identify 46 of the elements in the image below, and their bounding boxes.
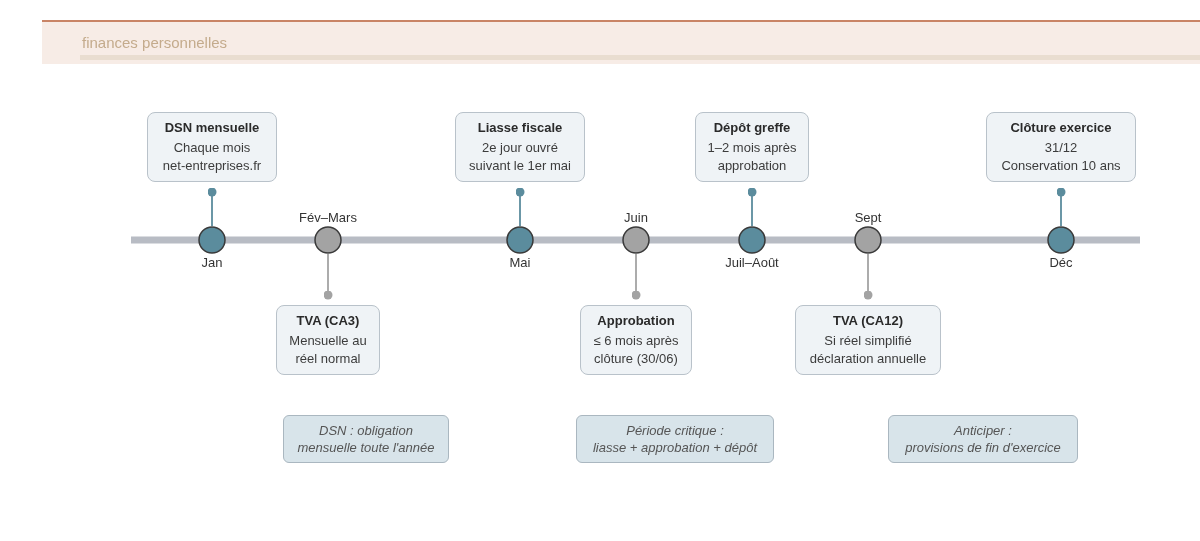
event-card [276, 305, 380, 375]
month-label: Mai [509, 255, 531, 270]
month-label: Fév–Mars [299, 210, 357, 225]
connector-line [323, 253, 333, 300]
event-title: Dépôt greffe [713, 119, 791, 137]
event-detail: 1–2 mois après approbation [706, 139, 798, 175]
note-text: Anticiper : [954, 422, 1012, 439]
event-card [695, 112, 809, 182]
month-label: Sept [854, 210, 882, 225]
event-title: Approbation [597, 312, 675, 330]
month-label: Jan [201, 255, 223, 270]
event-detail: Si réel simplifié déclaration annuelle [808, 332, 928, 368]
header-subtitle: finances personnelles [82, 34, 228, 52]
note-text: DSN : obligation mensuelle toute l'année [296, 422, 436, 456]
note-text: provisions de fin d'exercice [905, 439, 1061, 456]
event-card [455, 112, 585, 182]
event-card [986, 112, 1136, 182]
connector-line [863, 253, 873, 300]
month-label: Déc [1049, 255, 1073, 270]
event-detail: ≤ 6 mois après clôture (30/06) [592, 332, 680, 368]
event-card [795, 305, 941, 375]
month-label: Juil–Août [725, 255, 779, 270]
event-detail: Chaque mois [173, 139, 251, 157]
event-card [580, 305, 692, 375]
connector-line [747, 187, 757, 227]
note-text: liasse + approbation + dépôt [592, 439, 758, 456]
connector-line [1056, 187, 1066, 227]
event-title: TVA (CA3) [296, 312, 360, 330]
note-box [576, 415, 774, 463]
event-detail: 31/12 [1044, 139, 1078, 157]
event-card [147, 112, 277, 182]
connector-line [515, 187, 525, 227]
note-text: Période critique : [626, 422, 724, 439]
event-title: TVA (CA12) [832, 312, 904, 330]
event-detail: Mensuelle au réel normal [288, 332, 368, 368]
event-detail: net-entreprises.fr [162, 157, 262, 175]
event-title: Liasse fiscale [477, 119, 563, 137]
event-title: Clôture exercice [1010, 119, 1112, 137]
event-title: DSN mensuelle [164, 119, 260, 137]
note-box [283, 415, 449, 463]
month-label: Juin [624, 210, 648, 225]
event-detail: 2e jour ouvré suivant le 1er mai [468, 139, 572, 175]
note-box [888, 415, 1078, 463]
connector-line [631, 253, 641, 300]
event-detail: Conservation 10 ans [1001, 157, 1121, 175]
connector-line [207, 187, 217, 227]
